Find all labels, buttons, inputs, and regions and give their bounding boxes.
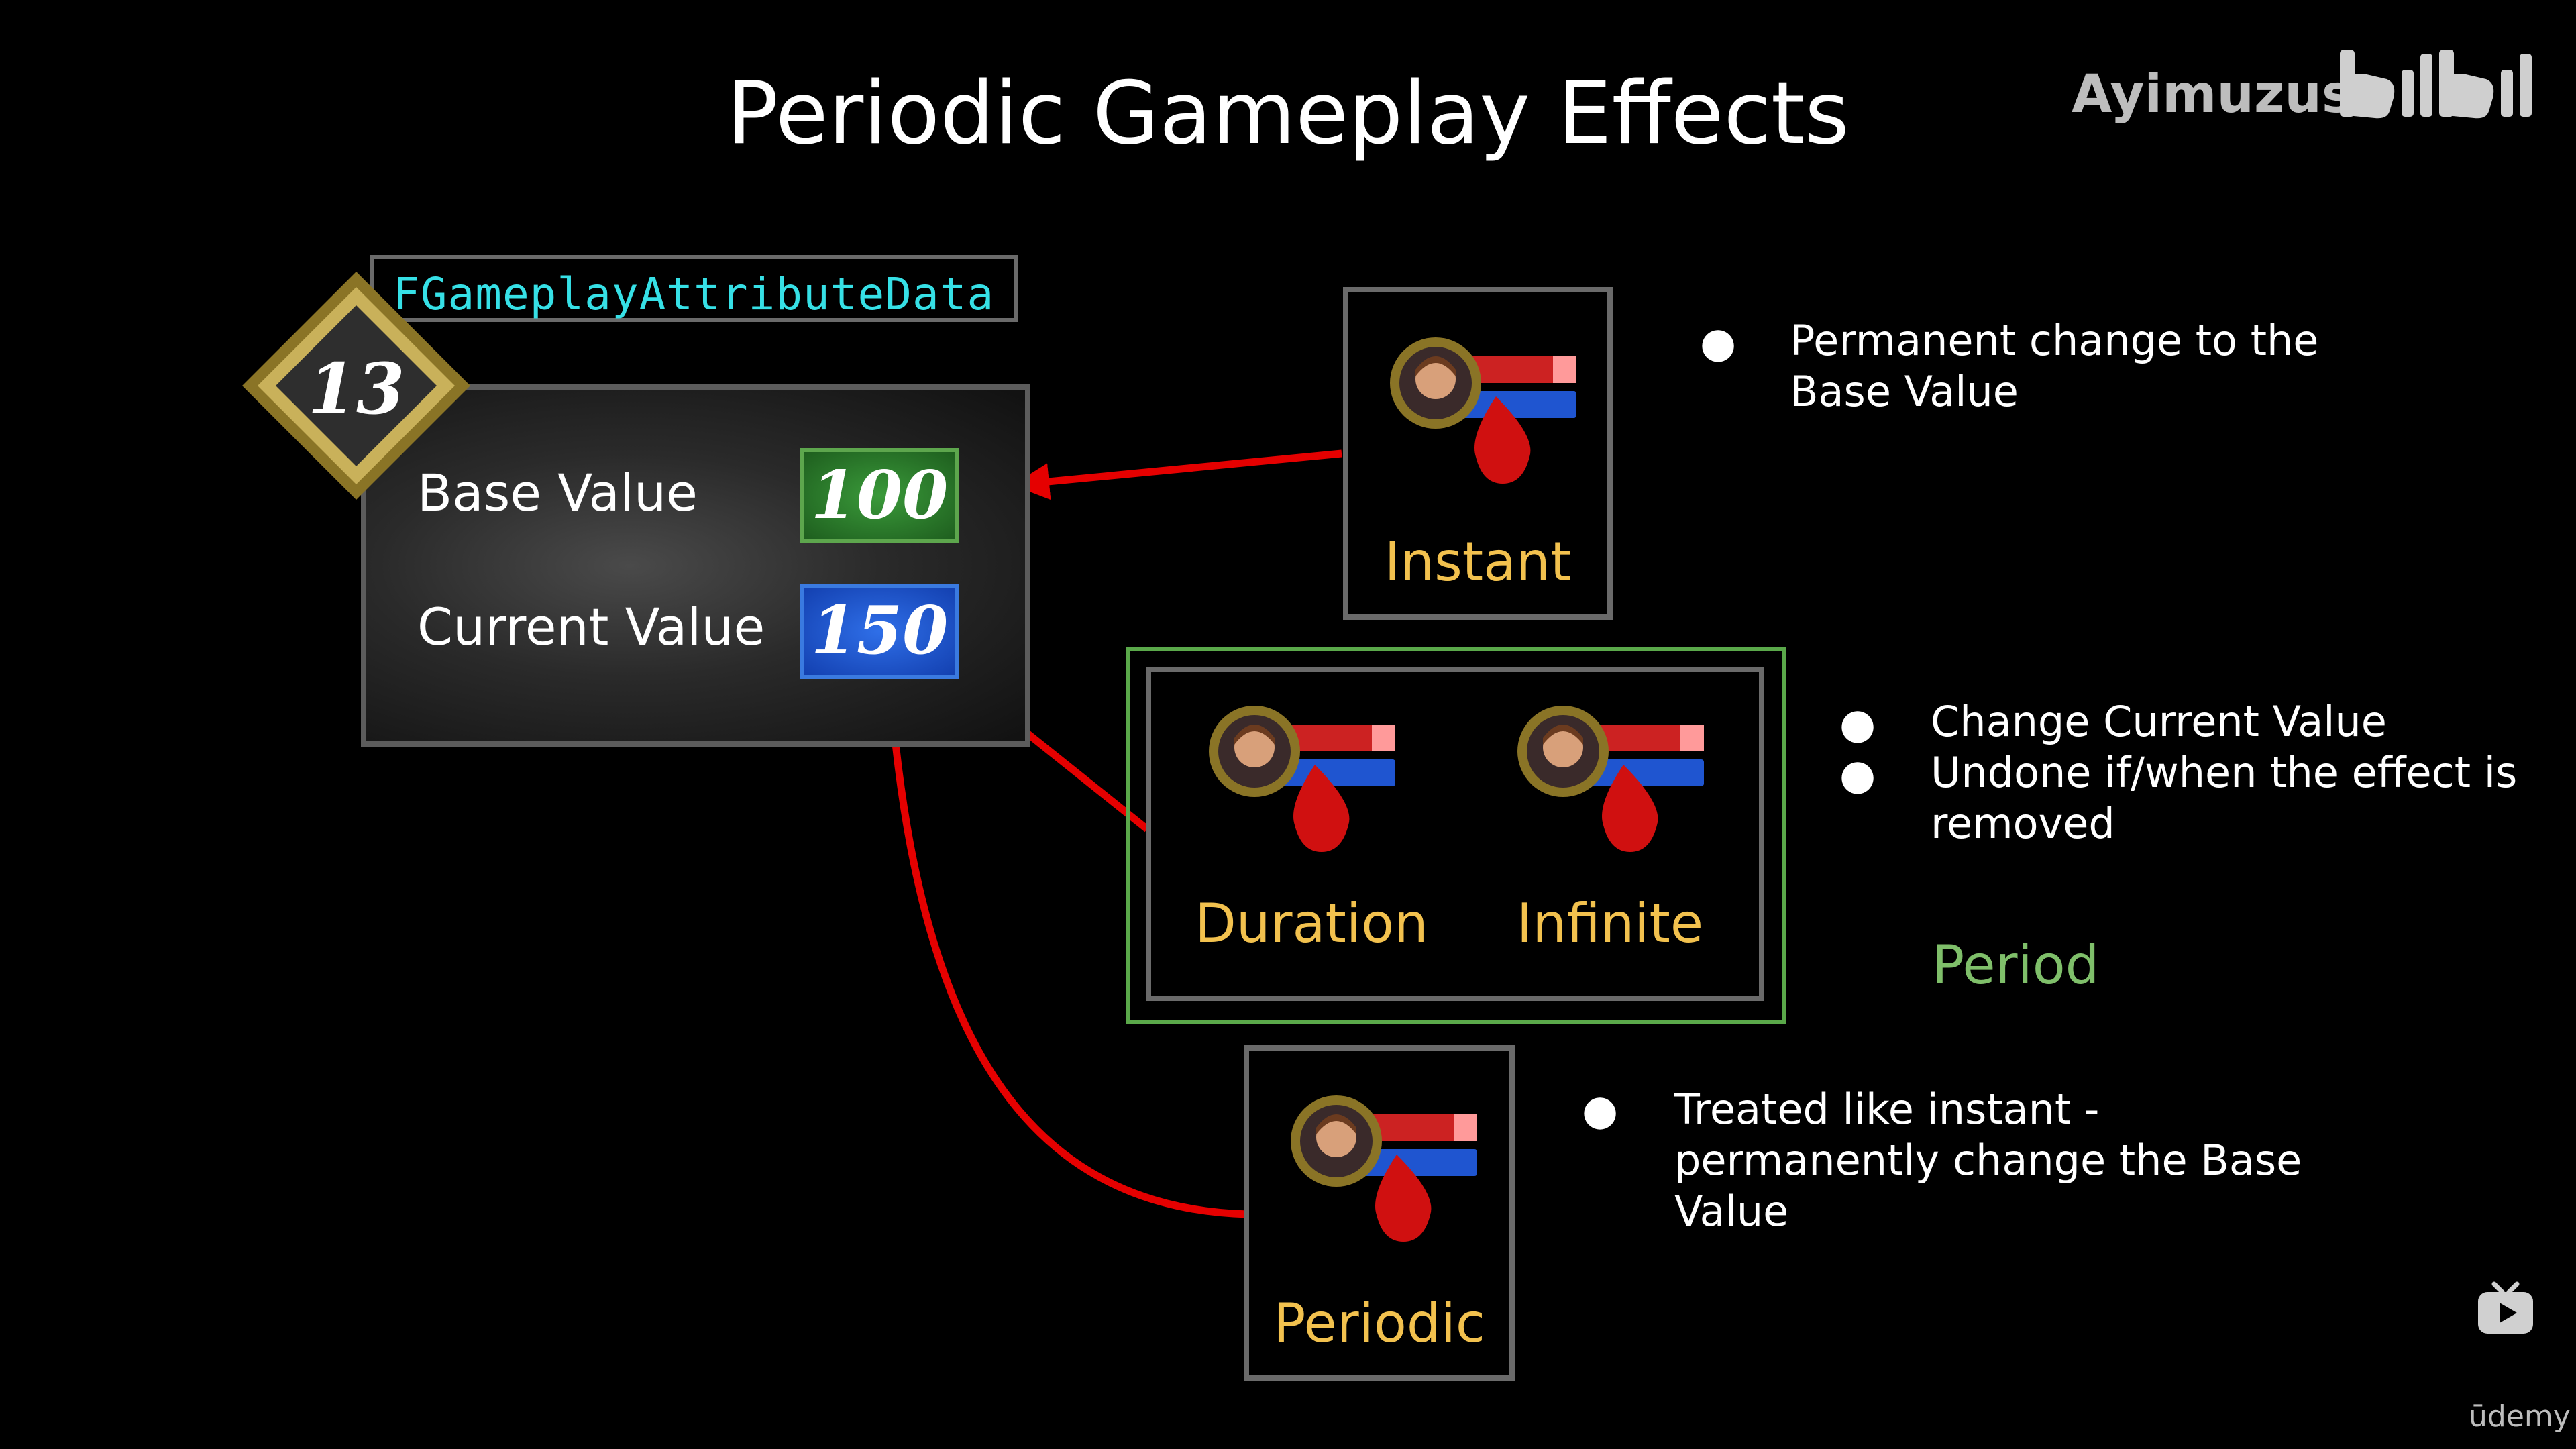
bilibili-logo-icon	[2340, 44, 2541, 134]
current-value-label: Current Value	[417, 597, 765, 657]
instant-note-line: Base Value	[1790, 367, 2019, 416]
duration-note-1: Change Current Value	[1931, 697, 2387, 746]
struct-name-tag: FGameplayAttributeData	[370, 255, 1018, 322]
effect-icon	[1517, 706, 1704, 852]
infinite-effect-card: Infinite	[1476, 684, 1737, 993]
instant-effect-card: Instant	[1343, 287, 1613, 620]
level-number: 13	[307, 347, 405, 430]
periodic-note-line: Value	[1674, 1187, 1789, 1236]
duration-infinite-group	[1126, 647, 1786, 1024]
duration-note-line: Undone if/when the effect is	[1931, 748, 2518, 797]
bullet-dot: ●	[1582, 1085, 1619, 1134]
udemy-watermark: ūdemy	[2469, 1399, 2571, 1434]
slide-title: Periodic Gameplay Effects	[727, 64, 1849, 164]
duration-note-line: removed	[1931, 799, 2115, 848]
duration-label: Duration	[1195, 892, 1428, 955]
bilibili-tv-icon[interactable]	[2475, 1279, 2536, 1342]
arrow-instant-to-base	[1012, 449, 1342, 500]
periodic-label: Periodic	[1273, 1292, 1485, 1354]
periodic-effect-card: Periodic	[1244, 1045, 1515, 1381]
bullet-dot: ●	[1839, 750, 1876, 799]
periodic-note: Treated like instant - permanently chang…	[1674, 1084, 2302, 1237]
level-badge: 13	[239, 268, 474, 506]
instant-label: Instant	[1384, 531, 1572, 593]
infinite-label: Infinite	[1516, 892, 1704, 955]
current-value-box: 150	[800, 584, 959, 679]
bullet-dot: ●	[1839, 699, 1876, 748]
base-value-box: 100	[800, 448, 959, 543]
watermark-author: Ayimuzus	[2072, 64, 2353, 125]
duration-note-2: Undone if/when the effect is removed	[1931, 747, 2517, 849]
bullet-dot: ●	[1700, 318, 1737, 367]
effect-icon	[1390, 337, 1576, 484]
period-label: Period	[1932, 934, 2100, 996]
instant-note: Permanent change to the Base Value	[1790, 315, 2318, 417]
periodic-note-line: permanently change the Base	[1674, 1136, 2302, 1185]
duration-effect-card: Duration	[1181, 684, 1442, 993]
instant-note-line: Permanent change to the	[1790, 316, 2319, 365]
effect-icon	[1291, 1095, 1477, 1242]
periodic-note-line: Treated like instant -	[1674, 1085, 2100, 1134]
attribute-panel	[361, 384, 1030, 747]
struct-name: FGameplayAttributeData	[393, 268, 995, 320]
duration-infinite-frame	[1146, 667, 1764, 1001]
effect-icon	[1209, 706, 1395, 852]
base-value-label: Base Value	[417, 463, 698, 523]
